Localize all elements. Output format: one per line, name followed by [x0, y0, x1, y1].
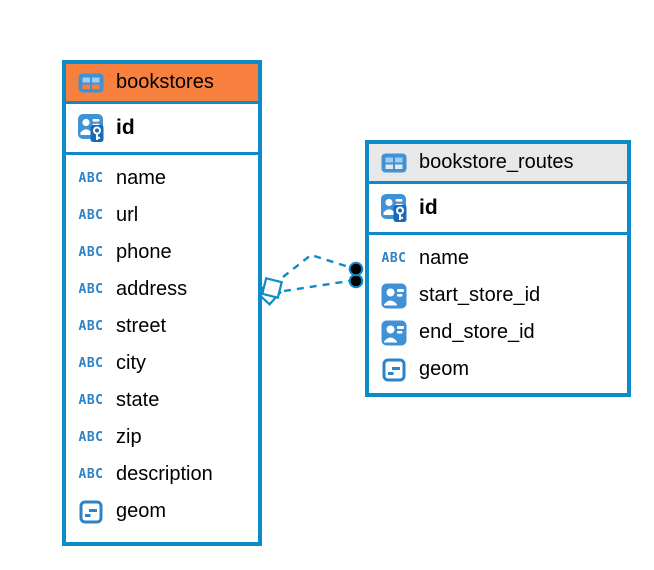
column-row-end-store-id[interactable]: end_store_id	[369, 314, 627, 351]
column-name: name	[116, 167, 167, 189]
text-type-icon: ABC	[78, 171, 104, 186]
column-name: start_store_id	[419, 284, 541, 306]
column-row-zip[interactable]: ABC zip	[66, 419, 258, 456]
column-row-street[interactable]: ABC street	[66, 308, 258, 345]
many-end-diamond-marker[interactable]	[256, 276, 284, 306]
column-name: state	[116, 389, 160, 411]
table-header-bookstores[interactable]: bookstores	[66, 64, 258, 104]
table-header-bookstore-routes[interactable]: bookstore_routes	[369, 144, 627, 184]
text-type-icon: ABC	[78, 430, 104, 445]
text-type-icon: ABC	[78, 208, 104, 223]
reference-type-icon	[375, 320, 413, 346]
column-row-geom[interactable]: geom	[369, 351, 627, 388]
column-row-geom[interactable]: geom	[66, 493, 258, 530]
column-row-url[interactable]: ABC url	[66, 197, 258, 234]
pk-column-name: id	[116, 116, 135, 139]
geometry-type-icon	[375, 358, 413, 382]
column-row-name[interactable]: ABC name	[66, 160, 258, 197]
pk-row-bookstores-id[interactable]: id	[66, 104, 258, 155]
reference-type-icon	[375, 283, 413, 309]
primary-key-icon	[375, 193, 413, 223]
column-list-bookstores: ABC name ABC url ABC phone ABC address A…	[66, 155, 258, 530]
text-type-icon: ABC	[78, 393, 104, 408]
column-list-bookstore-routes: ABC name start_store_id	[369, 235, 627, 388]
column-row-state[interactable]: ABC state	[66, 382, 258, 419]
column-name: address	[116, 278, 188, 300]
column-row-description[interactable]: ABC description	[66, 456, 258, 493]
text-type-icon: ABC	[78, 282, 104, 297]
one-end-dot-marker[interactable]	[348, 261, 364, 289]
text-type-icon: ABC	[78, 356, 104, 371]
column-name: end_store_id	[419, 321, 535, 343]
column-name: description	[116, 463, 213, 485]
pk-row-bookstore-routes-id[interactable]: id	[369, 184, 627, 235]
column-name: phone	[116, 241, 172, 263]
column-name: name	[419, 247, 470, 269]
column-row-name[interactable]: ABC name	[369, 240, 627, 277]
column-row-city[interactable]: ABC city	[66, 345, 258, 382]
table-bookstores[interactable]: bookstores id ABC	[62, 60, 262, 546]
text-type-icon: ABC	[78, 319, 104, 334]
column-row-start-store-id[interactable]: start_store_id	[369, 277, 627, 314]
geometry-type-icon	[72, 500, 110, 524]
table-icon	[375, 153, 413, 173]
column-name: city	[116, 352, 146, 374]
column-name: zip	[116, 426, 142, 448]
pk-column-name: id	[419, 196, 438, 219]
table-name: bookstores	[116, 71, 214, 93]
column-name: geom	[116, 500, 167, 522]
column-name: street	[116, 315, 167, 337]
column-row-address[interactable]: ABC address	[66, 271, 258, 308]
column-name: geom	[419, 358, 470, 380]
table-bookstore-routes[interactable]: bookstore_routes id ABC	[365, 140, 631, 397]
column-name: url	[116, 204, 139, 226]
table-icon	[72, 73, 110, 93]
relationship-line-2[interactable]	[283, 279, 350, 293]
table-name: bookstore_routes	[419, 151, 574, 173]
column-row-phone[interactable]: ABC phone	[66, 234, 258, 271]
primary-key-icon	[72, 113, 110, 143]
text-type-icon: ABC	[78, 245, 104, 260]
text-type-icon: ABC	[381, 251, 407, 266]
text-type-icon: ABC	[78, 467, 104, 482]
relationship-line-1[interactable]	[282, 253, 353, 278]
